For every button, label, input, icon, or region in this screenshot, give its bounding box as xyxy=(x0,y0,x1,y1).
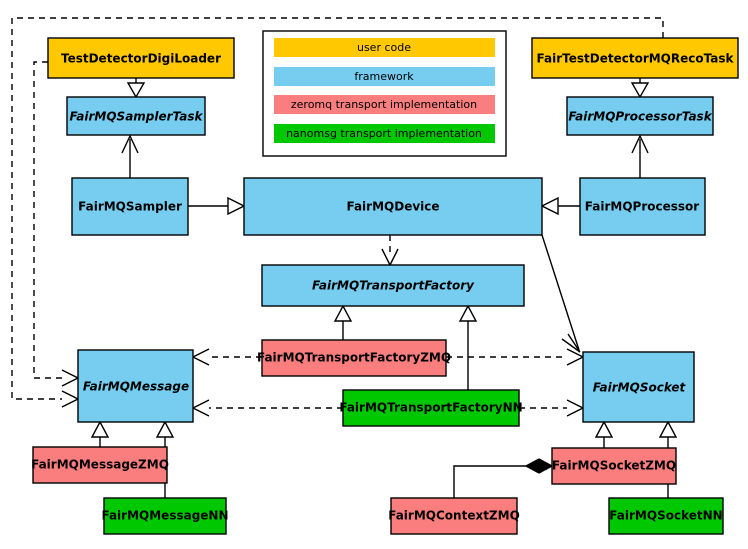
node-fairmqmessagenn[interactable]: FairMQMessageNN xyxy=(101,497,229,535)
node-label-fairmqprocessor: FairMQProcessor xyxy=(585,200,700,214)
arrowhead-sampler-to-samplertask xyxy=(121,134,139,154)
node-fairmqsocket[interactable]: FairMQSocket xyxy=(582,351,695,423)
node-label-fairtestdetectormqrecotask: FairTestDetectorMQRecoTask xyxy=(537,52,735,66)
node-label-fairmqmessage: FairMQMessage xyxy=(83,380,189,394)
arrowhead-messagezmq-to-message xyxy=(90,420,110,438)
node-box-fairmqmessagezmq[interactable] xyxy=(32,446,168,484)
legend-swatch-framework xyxy=(274,67,495,86)
node-fairmqmessagezmq[interactable]: FairMQMessageZMQ xyxy=(31,446,169,484)
node-fairmqsamplertask[interactable]: FairMQSamplerTask xyxy=(66,96,206,136)
arrowhead-tfnn-to-message xyxy=(191,399,210,417)
node-label-fairmqmessagezmq: FairMQMessageZMQ xyxy=(31,458,169,472)
arrowhead-tfzmq-to-message xyxy=(191,348,210,366)
legend-swatch-nanomsg xyxy=(274,124,495,143)
node-box-fairmqprocessor[interactable] xyxy=(579,177,706,236)
node-label-fairmqdevice: FairMQDevice xyxy=(346,200,439,214)
node-fairmqprocessortask[interactable]: FairMQProcessorTask xyxy=(566,96,714,136)
node-fairmqcontextzmq[interactable]: FairMQContextZMQ xyxy=(388,497,520,535)
node-box-fairmqsampler[interactable] xyxy=(71,177,189,236)
edge-socketzmq-to-contextzmq xyxy=(453,465,539,498)
node-label-fairmqsocketzmq: FairMQSocketZMQ xyxy=(552,459,676,473)
legend: user code framework zeromq transport imp… xyxy=(262,30,507,157)
arrowhead-sampler-to-device xyxy=(227,196,246,216)
node-label-fairmqtransportfactorynn: FairMQTransportFactoryNN xyxy=(339,401,522,415)
node-label-fairmqcontextzmq: FairMQContextZMQ xyxy=(388,509,520,523)
node-box-fairmqtransportfactorynn[interactable] xyxy=(342,389,520,427)
arrowhead-digiloader-to-samplertask xyxy=(126,82,146,99)
arrowhead-tfnn-to-socket xyxy=(566,399,585,417)
legend-item-user-code: user code xyxy=(274,38,495,57)
node-label-fairmqsocket: FairMQSocket xyxy=(593,381,687,395)
node-box-fairmqmessage[interactable] xyxy=(77,349,194,423)
node-fairmqprocessor[interactable]: FairMQProcessor xyxy=(579,177,706,236)
node-label-fairmqtransportfactoryzmq: FairMQTransportFactoryZMQ xyxy=(257,351,451,365)
node-fairmqsocketzmq[interactable]: FairMQSocketZMQ xyxy=(551,447,677,485)
legend-swatch-zeromq xyxy=(274,95,495,114)
node-box-fairmqtransportfactory[interactable] xyxy=(261,264,525,307)
arrowhead-digiloader-to-message xyxy=(61,369,80,387)
edge-recotask-to-message xyxy=(11,17,664,400)
node-fairmqtransportfactoryzmq[interactable]: FairMQTransportFactoryZMQ xyxy=(257,339,451,377)
edge-digiloader-to-message xyxy=(33,61,62,379)
arrowhead-tfzmq-to-socket xyxy=(566,348,585,366)
node-box-fairmqprocessortask[interactable] xyxy=(566,96,714,136)
node-label-fairmqprocessortask: FairMQProcessorTask xyxy=(568,110,712,124)
node-fairmqsocketnn[interactable]: FairMQSocketNN xyxy=(608,497,724,535)
legend-item-zeromq: zeromq transport implementation xyxy=(274,95,495,114)
arrowhead-messagenn-to-message xyxy=(155,420,175,438)
node-label-fairmqsampler: FairMQSampler xyxy=(78,200,182,214)
node-box-fairmqdevice[interactable] xyxy=(243,177,543,236)
arrowhead-device-to-socket xyxy=(561,333,581,353)
node-fairmqmessage[interactable]: FairMQMessage xyxy=(77,349,194,423)
node-label-fairmqsocketnn: FairMQSocketNN xyxy=(609,509,722,523)
arrowhead-processor-to-device xyxy=(540,196,559,216)
arrowhead-socketnn-to-socket xyxy=(658,420,678,438)
node-label-fairmqmessagenn: FairMQMessageNN xyxy=(101,509,228,523)
node-label-fairmqsamplertask: FairMQSamplerTask xyxy=(69,110,203,124)
node-box-fairmqcontextzmq[interactable] xyxy=(390,497,518,535)
legend-label-user-code: user code xyxy=(357,41,411,54)
node-fairmqtransportfactorynn[interactable]: FairMQTransportFactoryNN xyxy=(339,389,523,427)
node-fairmqtransportfactory[interactable]: FairMQTransportFactory xyxy=(261,264,525,307)
composition-diamond-socketzmq xyxy=(524,458,554,474)
node-box-fairmqmessagenn[interactable] xyxy=(103,497,227,535)
node-box-testdetectordigiloader[interactable] xyxy=(47,37,235,79)
node-fairmqsampler[interactable]: FairMQSampler xyxy=(71,177,189,236)
node-box-fairmqsocketnn[interactable] xyxy=(608,497,724,535)
legend-label-nanomsg: nanomsg transport implementation xyxy=(286,127,482,140)
node-box-fairmqtransportfactoryzmq[interactable] xyxy=(261,339,447,377)
legend-item-framework: framework xyxy=(274,67,495,86)
node-fairmqdevice[interactable]: FairMQDevice xyxy=(243,177,543,236)
node-box-fairtestdetectormqrecotask[interactable] xyxy=(531,37,739,79)
arrowhead-processor-to-processortask xyxy=(631,134,649,154)
legend-label-zeromq: zeromq transport implementation xyxy=(291,98,477,111)
arrowhead-recotask-to-processortask xyxy=(630,82,650,99)
arrowhead-tfzmq-to-transportfactory xyxy=(333,304,353,322)
node-box-fairmqsocket[interactable] xyxy=(582,351,695,423)
node-testdetectordigiloader[interactable]: TestDetectorDigiLoader xyxy=(47,37,235,79)
node-label-fairmqtransportfactory: FairMQTransportFactory xyxy=(312,279,475,293)
node-fairtestdetectormqrecotask[interactable]: FairTestDetectorMQRecoTask xyxy=(531,37,739,79)
node-label-testdetectordigiloader: TestDetectorDigiLoader xyxy=(61,52,221,66)
node-box-fairmqsamplertask[interactable] xyxy=(66,96,206,136)
arrowhead-tfnn-to-transportfactory xyxy=(458,304,478,322)
arrowhead-socketzmq-to-socket xyxy=(594,420,614,438)
legend-swatch-user-code xyxy=(274,38,495,57)
legend-label-framework: framework xyxy=(354,70,414,83)
edge-device-to-socket xyxy=(541,234,580,351)
legend-item-nanomsg: nanomsg transport implementation xyxy=(274,124,495,143)
node-box-fairmqsocketzmq[interactable] xyxy=(551,447,677,485)
nodes-layer: TestDetectorDigiLoader FairTestDetectorM… xyxy=(31,37,739,535)
arrowhead-recotask-to-message xyxy=(61,390,80,408)
